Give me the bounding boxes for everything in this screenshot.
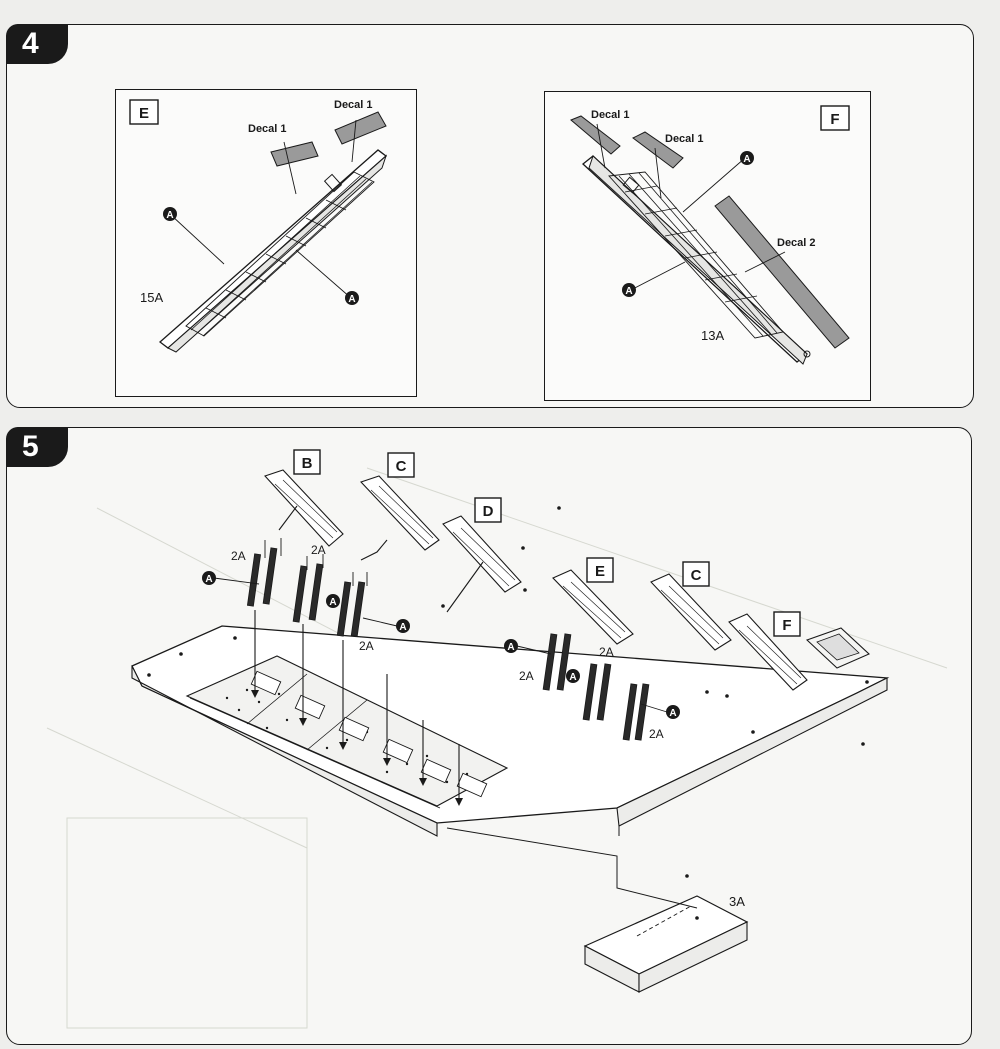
callout-a-f-1: A bbox=[682, 151, 754, 213]
letter-box-c-1: C bbox=[387, 452, 415, 478]
letter-box-e: E bbox=[586, 557, 614, 583]
svg-text:A: A bbox=[669, 708, 676, 719]
step-5-panel: 5 bbox=[6, 427, 972, 1045]
letter-box-b: B bbox=[293, 449, 321, 475]
part-label-2a-2: 2A bbox=[311, 543, 326, 557]
part-label-2a-3: 2A bbox=[359, 639, 374, 653]
svg-text:A: A bbox=[507, 642, 514, 653]
subpanel-f: F bbox=[544, 91, 871, 401]
part-label-13a: 13A bbox=[701, 328, 724, 343]
panel-f-letter-box: F bbox=[820, 105, 850, 131]
decal-1-right-f bbox=[632, 131, 684, 169]
panel-letter-d: D bbox=[483, 503, 494, 520]
panel-letter-b: B bbox=[302, 455, 313, 472]
letter-box-f: F bbox=[773, 611, 801, 637]
decal-label-right-e: Decal 1 bbox=[334, 99, 373, 111]
subpanel-f-drawing: F bbox=[570, 105, 850, 365]
callout-a-f-2: A bbox=[622, 261, 686, 297]
step-5-drawing: 3A B C bbox=[46, 449, 948, 1029]
step-4-panel: 4 E bbox=[6, 24, 974, 408]
decal-1-left-e bbox=[270, 141, 319, 167]
svg-text:A: A bbox=[348, 294, 355, 305]
callout-a-5-6: A bbox=[640, 703, 680, 719]
arrow-heads bbox=[251, 690, 463, 806]
svg-text:A: A bbox=[166, 210, 173, 221]
decal-1-left-f bbox=[570, 115, 621, 155]
base-plate-holes bbox=[147, 506, 869, 920]
small-solar-panel-grids bbox=[274, 479, 802, 685]
part-label-2a-1: 2A bbox=[231, 549, 246, 563]
svg-text:A: A bbox=[399, 622, 406, 633]
decal-label-long-f: Decal 2 bbox=[777, 237, 816, 249]
svg-text:A: A bbox=[569, 672, 576, 683]
panel-letter-f: F bbox=[782, 617, 791, 634]
panel-e-letter-box: E bbox=[129, 99, 159, 125]
legs-2a bbox=[246, 547, 650, 741]
panel-f-letter: F bbox=[830, 111, 839, 128]
decal-1-right-e bbox=[334, 111, 387, 145]
subpanel-e-drawing: E bbox=[129, 99, 388, 353]
block-3a: 3A bbox=[583, 894, 749, 993]
svg-text:A: A bbox=[743, 154, 750, 165]
svg-text:A: A bbox=[625, 286, 632, 297]
callout-a-5-3: A bbox=[362, 617, 410, 633]
small-solar-panels bbox=[264, 469, 808, 691]
solar-panel-e bbox=[158, 149, 388, 353]
callout-a-5-5: A bbox=[566, 669, 580, 683]
panel-letter-c-2: C bbox=[691, 567, 702, 584]
callout-a-5-1: A bbox=[202, 571, 260, 585]
letter-box-c-2: C bbox=[682, 561, 710, 587]
part-label-2a-6: 2A bbox=[649, 727, 664, 741]
decal-2-f bbox=[714, 195, 850, 349]
svg-text:A: A bbox=[329, 597, 336, 608]
step-5-number: 5 bbox=[6, 427, 68, 467]
placement-arrows bbox=[254, 505, 484, 798]
decal-label-left-f: Decal 1 bbox=[591, 109, 630, 121]
base-plate bbox=[131, 625, 890, 837]
callout-a-5-4: A bbox=[504, 639, 552, 655]
panel-letter-e: E bbox=[595, 563, 605, 580]
part-label-2a-5: 2A bbox=[599, 645, 614, 659]
part-label-3a: 3A bbox=[729, 894, 745, 909]
decal-label-right-f: Decal 1 bbox=[665, 133, 704, 145]
svg-text:A: A bbox=[205, 574, 212, 585]
panel-letter-c-1: C bbox=[396, 458, 407, 475]
panel-e-letter: E bbox=[139, 105, 149, 122]
step-4-number: 4 bbox=[6, 24, 68, 64]
part-label-15a: 15A bbox=[140, 290, 163, 305]
solar-panel-f bbox=[582, 155, 811, 365]
callout-a-e-1: A bbox=[163, 207, 225, 265]
decal-label-left-e: Decal 1 bbox=[248, 123, 287, 135]
letter-box-d: D bbox=[474, 497, 502, 523]
subpanel-e: E bbox=[115, 89, 417, 397]
part-label-2a-4: 2A bbox=[519, 669, 534, 683]
callout-a-e-2: A bbox=[295, 249, 359, 305]
callout-a-5-2: A bbox=[326, 594, 340, 608]
